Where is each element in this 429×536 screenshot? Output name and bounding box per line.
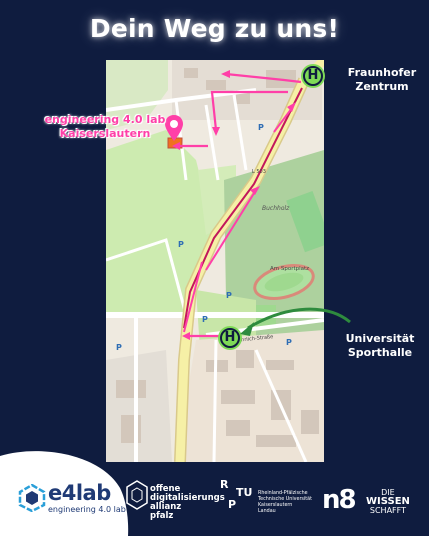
rptu-line: Technische Universität — [258, 497, 312, 502]
rptu-line: Rheinland-Pfälzische — [258, 491, 308, 496]
footer-background — [0, 451, 129, 536]
oda-line: pfalz — [150, 511, 174, 521]
e4lab-subtitle: engineering 4.0 lab — [48, 505, 126, 514]
n8-logo-text: DIE WISSEN SCHAFFT — [366, 488, 410, 515]
e4lab-name: e4lab — [48, 481, 111, 505]
rptu-line: Kaiserslautern — [258, 503, 293, 508]
footer — [0, 448, 429, 536]
map-label-buchholz: Buchholz — [262, 205, 290, 212]
rptu-letter: R — [220, 478, 229, 491]
map-canvas: P P P P P P Buchholz Am Sportplatz Paul-… — [106, 60, 324, 462]
oda-line: offene — [150, 484, 181, 494]
destination-label: engineering 4.0 lab Kaiserslautern — [40, 113, 170, 141]
n8-line: DIE — [381, 488, 395, 497]
rptu-letter: TU — [236, 486, 253, 499]
parking-label: P — [286, 338, 292, 347]
stop-label-sporthalle: Universität Sporthalle — [334, 332, 426, 360]
parking-label: P — [226, 291, 232, 300]
parking-label: P — [258, 123, 264, 132]
rptu-letter: P — [228, 498, 237, 511]
curved-arrow-icon — [240, 307, 351, 336]
oda-logo-text: offene digitalisierungs allianz pfalz — [150, 485, 225, 521]
bus-stop-icon[interactable]: H — [303, 66, 323, 86]
stop-name-line2: Zentrum — [355, 80, 409, 93]
stop-name-line1: Fraunhofer — [347, 66, 417, 79]
map-label-paul-ehrlich: Paul-Ehrlich-Straße — [226, 334, 274, 345]
rptu-line: Landau — [258, 509, 276, 514]
rptu-logo-mark: R TU P — [220, 478, 252, 511]
oda-logo-icon — [126, 480, 148, 510]
stop-name-line2: Sporthalle — [347, 346, 413, 359]
parking-label: P — [202, 315, 208, 324]
oda-line: allianz — [150, 502, 182, 512]
stop-name-line1: Universität — [345, 332, 415, 345]
bus-stop-icon[interactable]: H — [220, 328, 240, 348]
stop-label-fraunhofer: Fraunhofer Zentrum — [340, 66, 424, 94]
rptu-logo-text: Rheinland-Pfälzische Technische Universi… — [258, 491, 324, 515]
destination-name-line1: engineering 4.0 lab — [44, 113, 166, 126]
map-label-road: L 503 — [252, 169, 266, 175]
bus-stop-symbol: H — [224, 330, 236, 345]
n8-line: WISSEN — [366, 496, 410, 507]
n8-line: SCHAFFT — [369, 506, 406, 515]
bus-stop-symbol: H — [307, 68, 319, 83]
route-map[interactable]: P P P P P P Buchholz Am Sportplatz Paul-… — [106, 60, 324, 462]
page-title: Dein Weg zu uns! — [89, 14, 340, 43]
destination-name-line2: Kaiserslautern — [59, 127, 151, 140]
parking-label: P — [178, 240, 184, 249]
e4lab-logo-icon — [18, 484, 46, 512]
n8-logo-mark: n8 — [322, 485, 357, 515]
oda-line: digitalisierungs — [150, 493, 225, 503]
parking-label: P — [116, 343, 122, 352]
location-pin-icon — [165, 115, 183, 141]
map-label-sportplatz: Am Sportplatz — [270, 266, 309, 272]
